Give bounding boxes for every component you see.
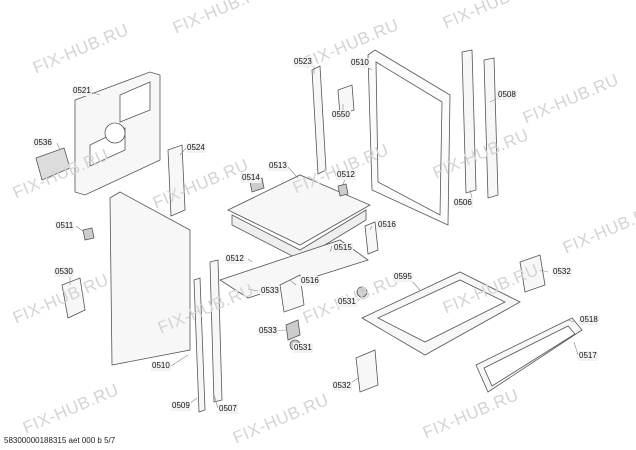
bracket-0530: [61, 277, 86, 319]
drawer-front-0517-inner: [483, 325, 576, 387]
part-label: 0517: [578, 351, 598, 361]
leader-0506: [469, 189, 473, 199]
part-label: 0533: [258, 326, 278, 336]
part-label: 0536: [33, 138, 53, 148]
part-label: 0510: [151, 361, 171, 371]
foot-0533-b: [285, 319, 301, 341]
back-panel-window-1: [119, 81, 151, 123]
base-frame-0515: [219, 239, 369, 299]
back-panel-round: [104, 122, 126, 144]
part-label: 0531: [337, 297, 357, 307]
leader-0512-top: [341, 179, 346, 187]
tray-0513-base: [231, 209, 367, 261]
rail-0506: [461, 49, 477, 194]
leader-0524: [179, 147, 187, 156]
leader-0516-bottom: [289, 279, 297, 286]
bracket-0532-bottom: [355, 349, 379, 393]
rail-0524: [167, 144, 186, 217]
side-panel-0510-left: [109, 191, 191, 366]
part-label: 0508: [497, 90, 517, 100]
tray-0513: [227, 174, 371, 246]
part-label: 0509: [171, 401, 191, 411]
part-label: 0511: [55, 221, 75, 231]
leader-0508: [489, 98, 497, 103]
leader-0531-top: [357, 295, 363, 302]
foot-0533-a: [279, 274, 305, 313]
plinth-0595-inner: [377, 279, 506, 343]
rail-0508: [483, 57, 499, 199]
leader-0515: [329, 245, 333, 253]
part-label: 0532: [332, 381, 352, 391]
part-label: 0550: [331, 110, 351, 120]
rail-0523: [311, 65, 327, 175]
part-label: 0524: [186, 143, 206, 153]
bracket-0532-right: [519, 254, 546, 293]
document-id: 58300000188315 aet 000 b 5/7: [4, 436, 116, 445]
part-label: 0518: [579, 315, 599, 325]
leader-0517: [573, 341, 579, 356]
bracket-0516: [364, 221, 379, 255]
foot-0531-a: [356, 286, 368, 298]
part-label: 0521: [72, 86, 92, 96]
rail-0507: [209, 259, 223, 403]
leader-0533-top: [247, 288, 259, 292]
rail-0509: [193, 277, 206, 413]
part-label: 0530: [54, 267, 74, 277]
part-label: 0513: [268, 161, 288, 171]
part-label: 0507: [218, 404, 238, 414]
part-label: 0516: [377, 220, 397, 230]
clip-0511: [82, 227, 95, 241]
part-label: 0523: [293, 57, 313, 67]
part-label: 0506: [453, 198, 473, 208]
part-label: 0515: [333, 243, 353, 253]
leader-0507: [213, 394, 219, 409]
part-label: 0531: [293, 343, 313, 353]
part-label: 0532: [552, 267, 572, 277]
leader-0536: [56, 142, 61, 151]
leader-0518: [567, 319, 575, 323]
filter-grid-0536: [35, 147, 71, 181]
leader-0516-right: [369, 225, 373, 231]
bracket-0550: [337, 84, 355, 116]
part-label: 0510: [350, 58, 370, 68]
part-label: 0512: [225, 254, 245, 264]
clip-0512: [337, 183, 349, 197]
leader-0513: [285, 164, 299, 179]
part-label: 0533: [260, 286, 280, 296]
part-label: 0595: [393, 272, 413, 282]
leader-0510-left: [170, 354, 189, 367]
leader-0512-bottom: [247, 258, 253, 263]
leader-0532-right: [539, 269, 549, 273]
side-frame-0510-inner: [375, 61, 443, 216]
part-label: 0514: [241, 173, 261, 183]
leader-0511: [75, 225, 85, 233]
part-label: 0516: [300, 276, 320, 286]
part-label: 0512: [336, 170, 356, 180]
